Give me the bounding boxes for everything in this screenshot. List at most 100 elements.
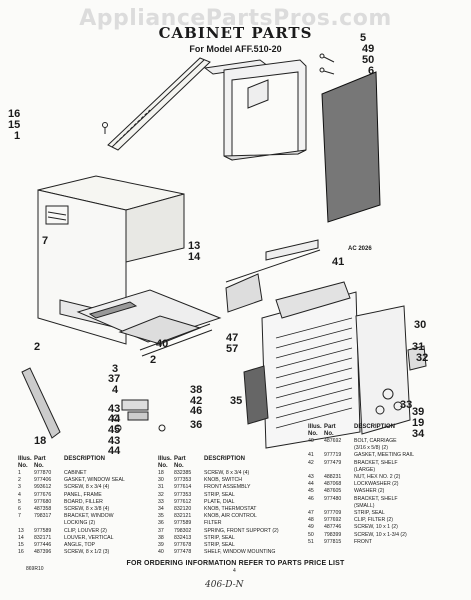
part-description: SCREW, 8 x 3/4 (4) [64, 484, 110, 491]
illus-number: 34 [158, 506, 164, 513]
illus-number: 46 [308, 495, 314, 502]
illus-number: 16 [18, 549, 24, 556]
callout-label: 15 [8, 119, 21, 131]
part-description: FILTER [204, 520, 222, 527]
part-number: 832120 [174, 506, 192, 513]
part-description: (LARGE) [354, 466, 376, 473]
panel-frame-part [223, 59, 307, 161]
part-description: BRACKET, WINDOW [64, 513, 114, 520]
part-description: ANGLE, TOP [64, 542, 95, 549]
callout-label: 1 [14, 130, 21, 142]
part-description: FRONT ASSEMBLY [204, 484, 251, 491]
part-description: BOARD, FILLER [64, 498, 103, 505]
illus-number: 41 [308, 452, 314, 459]
part-description: NUT, HEX NO. 2 (2) [354, 474, 401, 481]
part-number: 977612 [174, 498, 192, 505]
part-number: 977480 [324, 495, 342, 502]
part-number [324, 503, 354, 510]
part-description: BRACKET, SHELF [354, 495, 398, 502]
table-header-row: No. No. [18, 463, 150, 470]
part-number [324, 467, 354, 474]
callout-label: 43 [108, 403, 121, 415]
part-number: 977692 [324, 517, 342, 524]
page-title: CABINET PARTS [158, 24, 313, 42]
no-header: No. [34, 463, 44, 469]
part-number: 487358 [34, 506, 52, 513]
part-description: FRONT [354, 538, 372, 545]
part-description: GASKET, MEETING RAIL [354, 452, 414, 459]
part-number: 977406 [34, 477, 52, 484]
callout-label: 47 [226, 332, 239, 344]
part-description: LOCKWASHER (2) [354, 481, 399, 488]
illus-number [18, 520, 34, 527]
illus-header: Illus. [158, 456, 172, 462]
part-description: CABINET [64, 470, 87, 476]
table-row: (3/16 x 5/8) (2) [308, 445, 440, 452]
table-row: 3 993612 SCREW, 8 x 3/4 (4) [18, 484, 150, 491]
callout-label: 42 [190, 395, 203, 407]
part-description: BOLT, CARRIAGE [354, 438, 397, 444]
mounting-shelf-part [76, 289, 222, 357]
illus-number: 32 [158, 491, 164, 498]
part-number: 993612 [34, 484, 52, 491]
table-header-row: Illus. Part DESCRIPTION [18, 456, 150, 463]
filler-board-part [203, 59, 270, 109]
callout-label: 7 [42, 235, 49, 247]
part-number: 832121 [174, 513, 192, 520]
part-description: GASKET, WINDOW SEAL [64, 477, 125, 484]
callout-label: 6 [368, 65, 375, 77]
side-filter-part [243, 365, 269, 425]
part-description: CLIP, LOUVER (2) [64, 527, 107, 534]
illus-number: 37 [158, 527, 164, 534]
part-number [34, 520, 64, 527]
part-number: 487396 [34, 549, 52, 556]
illus-number: 1 [18, 470, 21, 476]
part-number: 977446 [34, 542, 52, 549]
screw-part [102, 122, 108, 134]
part-description: KNOB, AIR CONTROL [204, 513, 257, 520]
illus-header: Illus. [308, 424, 322, 430]
illus-number: 40 [158, 549, 164, 556]
illus-number [308, 467, 324, 474]
illus-number: 15 [18, 542, 24, 549]
part-number: 977353 [174, 491, 192, 498]
part-number: 487692 [324, 438, 342, 444]
callout-label: 32 [416, 352, 429, 364]
part-description: STRIP, SEAL [204, 534, 235, 541]
part-header: Part [34, 456, 46, 462]
table-row: (SMALL) [308, 503, 440, 510]
part-description: SCREW, 8 x 3/4 (4) [204, 470, 250, 476]
part-number: 977680 [34, 498, 52, 505]
part-description: KNOB, SWITCH [204, 477, 243, 484]
diagram-code: AC 2026 [348, 246, 372, 252]
callout-label: 14 [188, 251, 201, 263]
page-number: 4 [233, 568, 236, 574]
callout-label: 16 [8, 108, 21, 120]
callout-label: 38 [190, 384, 203, 396]
illus-number: 39 [158, 542, 164, 549]
part-number: 977719 [324, 452, 342, 459]
illus-number: 42 [308, 459, 314, 466]
illus-number: 14 [18, 534, 24, 541]
illus-number: 3 [18, 484, 21, 491]
